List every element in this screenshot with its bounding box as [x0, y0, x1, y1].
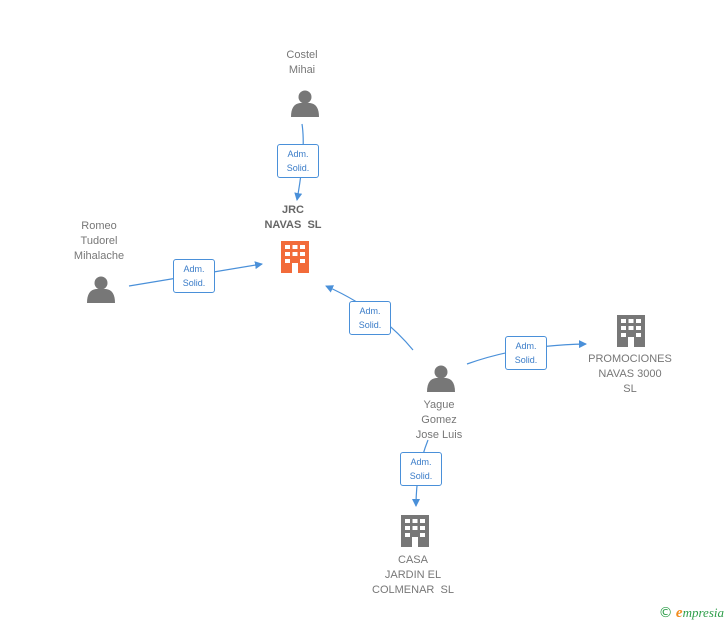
person-icon	[427, 365, 455, 392]
person-icon	[87, 276, 115, 303]
node-label-line: JARDIN EL	[384, 569, 442, 581]
node-label-line: Tudorel	[80, 235, 118, 247]
node-label-line: NAVAS 3000	[598, 368, 662, 380]
logo-mark: e	[675, 605, 683, 621]
edge-label-line: Adm.	[410, 457, 432, 467]
edge-label-line: Solid.	[409, 471, 433, 481]
node-label-line: Romeo	[81, 220, 117, 232]
node-label-line: NAVAS SL	[264, 219, 322, 231]
edge-label-line: Solid.	[514, 355, 538, 365]
edge-label-line: Solid.	[182, 278, 206, 288]
node-label-jrc-navas-sl[interactable]: JRC NAVAS SL	[243, 203, 343, 233]
edge-label-line: Adm.	[287, 149, 309, 159]
building-icon	[281, 241, 309, 273]
edge-label-yague-casa[interactable]: Adm. Solid.	[400, 452, 442, 486]
edge-label-line: Adm.	[359, 306, 381, 316]
node-label-line: CASA	[398, 554, 428, 566]
node-label-line: Mihalache	[73, 250, 125, 262]
node-label-costel-mihai[interactable]: Costel Mihai	[262, 48, 342, 78]
copyright-symbol: ©	[658, 605, 673, 621]
node-label-line: COLMENAR SL	[372, 584, 454, 596]
node-label-casa-jardin-el-colmenar-sl[interactable]: CASA JARDIN EL COLMENAR SL	[363, 553, 463, 598]
node-label-line: Jose Luis	[415, 429, 463, 441]
logo-wordmark: mpresia	[682, 605, 724, 620]
edge-label-costel-jrc[interactable]: Adm. Solid.	[277, 144, 319, 178]
node-label-romeo-tudorel-mihalache[interactable]: Romeo Tudorel Mihalache	[54, 219, 144, 264]
edge-label-line: Solid.	[358, 320, 382, 330]
edge-label-yague-promociones[interactable]: Adm. Solid.	[505, 336, 547, 370]
node-label-line: SL	[623, 383, 637, 395]
edge-label-line: Adm.	[515, 341, 537, 351]
node-label-promociones-navas-3000-sl[interactable]: PROMOCIONES NAVAS 3000 SL	[579, 352, 681, 397]
empresia-logo[interactable]: © empresia	[659, 605, 724, 622]
building-icon	[401, 515, 429, 547]
node-label-line: PROMOCIONES	[588, 353, 672, 365]
edge-label-romeo-jrc[interactable]: Adm. Solid.	[173, 259, 215, 293]
person-icon	[291, 90, 319, 117]
node-label-line: Yague	[423, 399, 455, 411]
node-label-line: Costel	[286, 49, 318, 61]
node-label-line: JRC	[281, 204, 304, 216]
edge-label-line: Solid.	[286, 163, 310, 173]
node-label-line: Mihai	[288, 64, 316, 76]
node-label-line: Gomez	[421, 414, 457, 426]
edge-label-yague-jrc[interactable]: Adm. Solid.	[349, 301, 391, 335]
node-label-yague-gomez-jose-luis[interactable]: Yague Gomez Jose Luis	[394, 398, 484, 443]
building-icon	[617, 315, 645, 347]
edge-label-line: Adm.	[183, 264, 205, 274]
